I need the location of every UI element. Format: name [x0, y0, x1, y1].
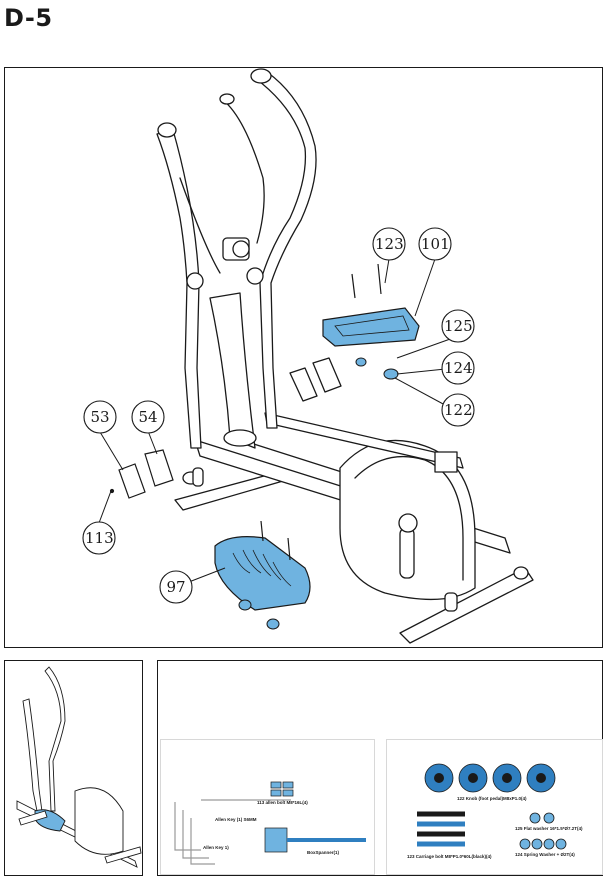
pedal-101	[322, 307, 420, 347]
overview-thumbnail-panel	[4, 660, 143, 876]
center-mast	[209, 292, 256, 449]
knob-icons	[424, 763, 556, 793]
flat-washer-label: 125 Flat washer 16*1.5*Ø7.2T(4)	[515, 826, 583, 831]
knob-122	[238, 357, 399, 630]
tools-drawing	[174, 781, 366, 865]
step-title: D-5	[4, 4, 53, 32]
carriage-bolt-label: 123 Carriage bolt M8*P1.0*60L(black)(4)	[407, 854, 492, 859]
rear-stabilizer	[399, 567, 534, 644]
knob-label: 122 Knob (foot pedal)M8xP1.0(4)	[457, 796, 527, 801]
right-handlebar	[254, 71, 317, 429]
hardware-box-tools: 113 allen bolt M8*16L(4) Allen Key (1) S…	[160, 739, 375, 875]
washer-icons	[519, 812, 567, 850]
carriage-bolt-icons	[417, 811, 465, 847]
overview-thumbnail	[16, 666, 142, 868]
pedal-97	[214, 536, 311, 611]
box-spanner-icon	[264, 827, 288, 853]
main-diagram-panel: 123 101 125 124 122 53 54 113 97	[4, 67, 603, 648]
bracket-53-54	[109, 449, 174, 499]
box-spanner-label: BoxSpanner(1)	[307, 850, 340, 855]
allen-key-1-label: Allen Key (1) S6MM	[215, 817, 257, 822]
hardware-panel: 113 allen bolt M8*16L(4) Allen Key (1) S…	[157, 660, 603, 876]
left-handlebar	[156, 129, 202, 449]
allen-bolt-label: 113 allen bolt M8*16L(4)	[257, 800, 308, 805]
spring-washer-label: 124 Spring Washer + Ø2T(4)	[515, 852, 575, 857]
hardware-box-fasteners: 122 Knob (foot pedal)M8xP1.0(4) 125 Flat…	[386, 739, 603, 875]
fasteners-drawing	[417, 763, 567, 850]
allen-key-2-label: Allen Key 1)	[203, 845, 229, 850]
main-assembly-drawing	[82, 68, 534, 644]
